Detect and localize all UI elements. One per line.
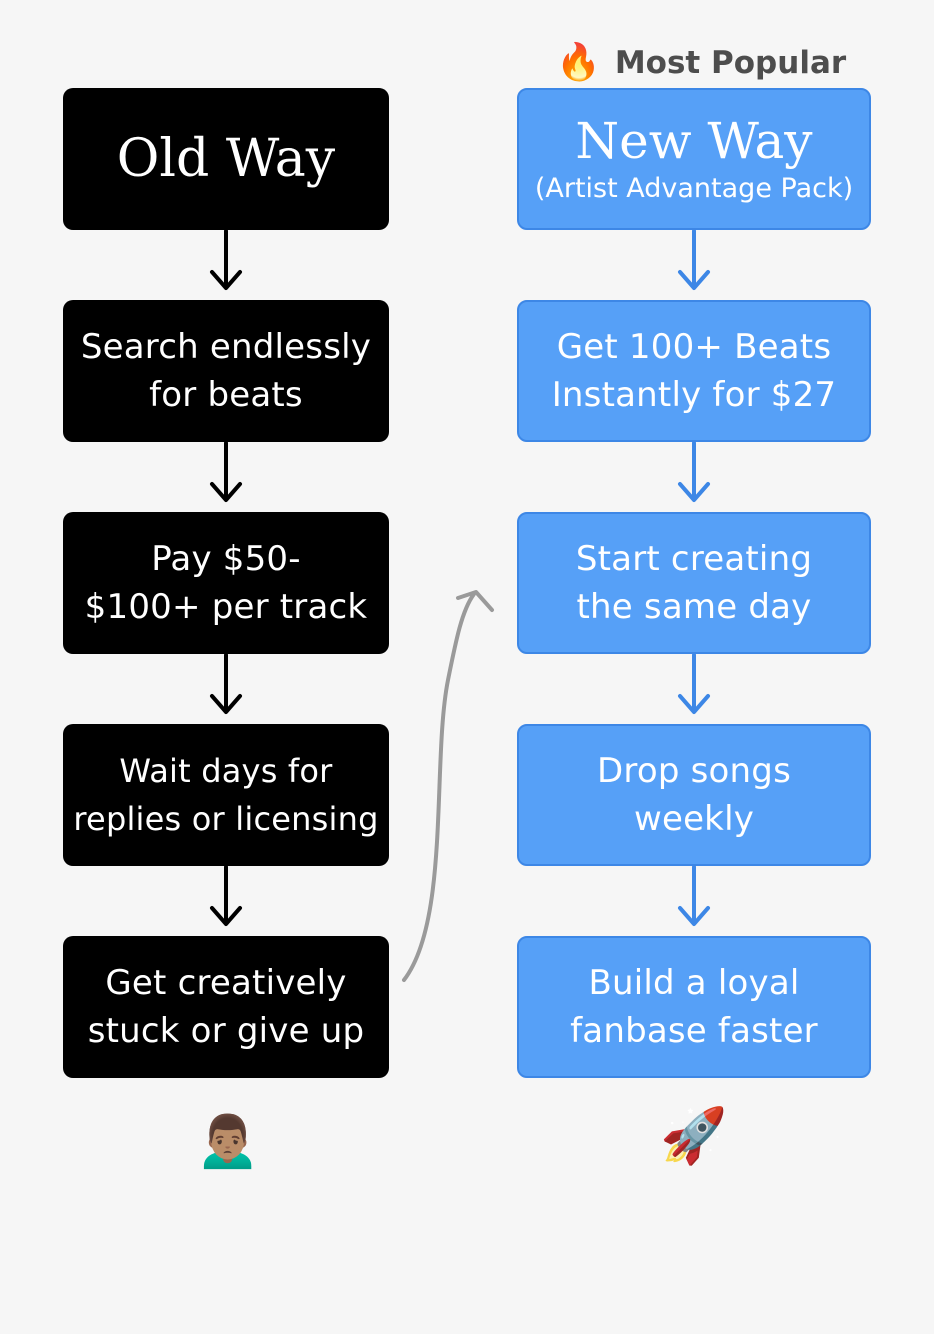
old-way-step-2: Pay $50- $100+ per track	[63, 512, 389, 654]
new-way-step-1-text: Get 100+ Beats Instantly for $27	[551, 327, 837, 415]
new-arrow-4	[678, 865, 710, 926]
new-way-title-box: New Way (Artist Advantage Pack)	[517, 88, 871, 230]
old-arrow-4	[210, 865, 242, 926]
most-popular-badge: 🔥 Most Popular	[556, 38, 846, 88]
new-way-step-1: Get 100+ Beats Instantly for $27	[517, 300, 871, 442]
new-arrow-1	[678, 229, 710, 290]
old-arrow-3	[210, 653, 242, 714]
new-way-step-3-text: Drop songs weekly	[597, 751, 791, 839]
old-arrow-1	[210, 229, 242, 290]
old-way-step-4-text: Get creatively stuck or give up	[87, 963, 365, 1051]
old-way-step-4: Get creatively stuck or give up	[63, 936, 389, 1078]
new-arrow-3	[678, 653, 710, 714]
old-arrow-2	[210, 441, 242, 502]
new-way-step-3: Drop songs weekly	[517, 724, 871, 866]
old-way-title: Old Way	[116, 129, 336, 189]
new-way-title: New Way	[575, 112, 813, 170]
old-way-step-1: Search endlessly for beats	[63, 300, 389, 442]
new-way-subtitle: (Artist Advantage Pack)	[534, 173, 854, 204]
old-way-step-3-text: Wait days for replies or licensing	[73, 752, 379, 838]
old-way-step-2-text: Pay $50- $100+ per track	[84, 539, 368, 627]
new-way-step-4-text: Build a loyal fanbase faster	[570, 963, 818, 1051]
switch-curved-arrow	[402, 590, 494, 982]
new-arrow-2	[678, 441, 710, 502]
old-way-step-1-text: Search endlessly for beats	[80, 327, 372, 415]
new-way-step-2-text: Start creating the same day	[575, 539, 813, 627]
new-way-step-4: Build a loyal fanbase faster	[517, 936, 871, 1078]
frowning-person-icon: 🙍🏽‍♂️	[194, 1108, 262, 1171]
old-way-title-box: Old Way	[63, 88, 389, 230]
most-popular-label: Most Popular	[614, 45, 847, 81]
fire-icon: 🔥	[556, 42, 601, 83]
rocket-icon: 🚀	[660, 1104, 728, 1167]
old-way-step-3: Wait days for replies or licensing	[63, 724, 389, 866]
